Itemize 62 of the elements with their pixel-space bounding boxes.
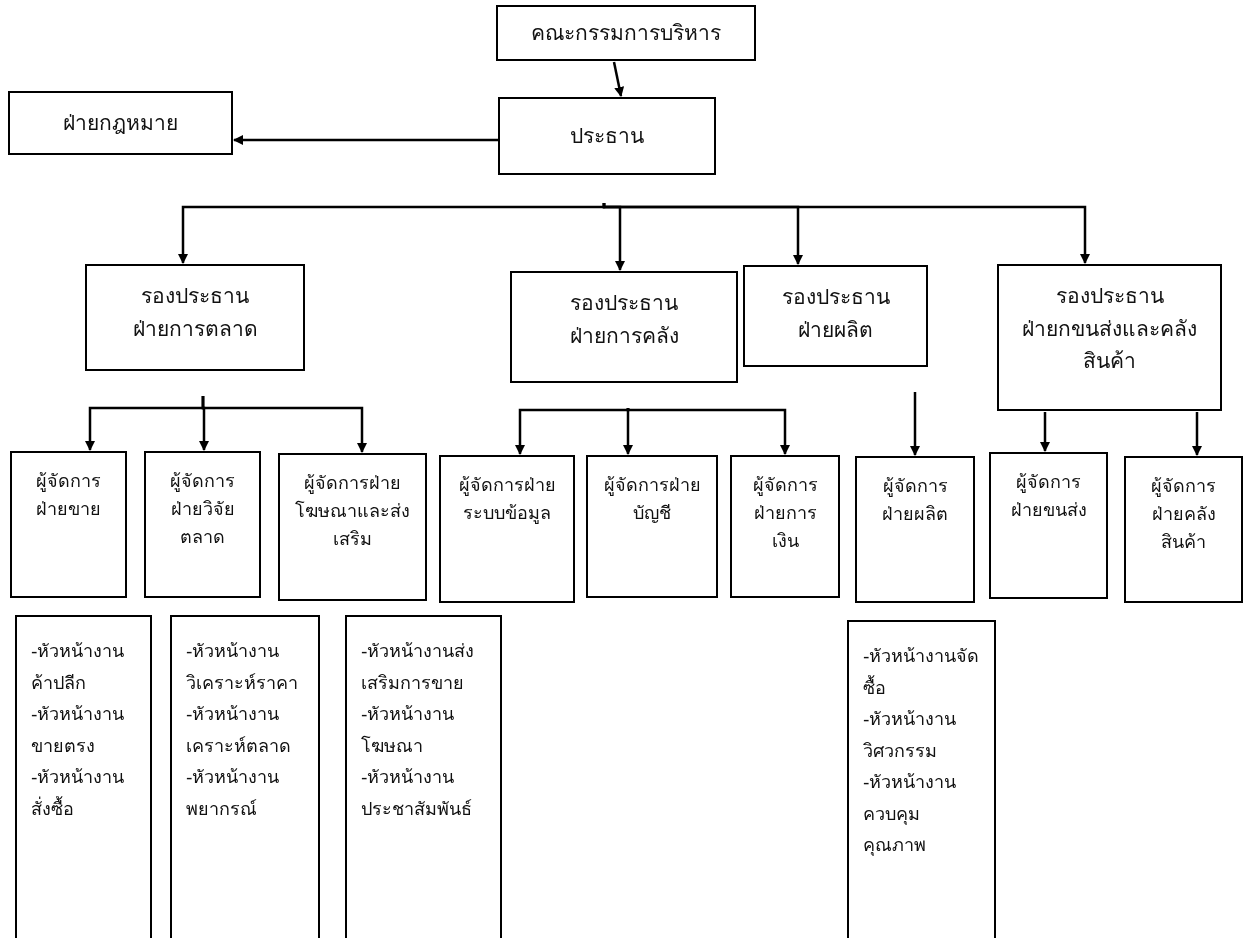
box-title: รองประธาน: [781, 284, 890, 311]
list-item: -หัวหน้างานขายตรง: [31, 702, 126, 758]
connector-arrow: [1192, 412, 1202, 456]
org-box: [989, 452, 1108, 599]
box-label: ฝ่ายกขนส่งและคลังสินค้า: [1021, 315, 1198, 376]
box-label: ผู้จัดการฝ่ายคลังสินค้า: [1150, 474, 1217, 554]
org-box: [730, 455, 840, 598]
org-box: [743, 265, 928, 367]
connector-arrow: [233, 135, 498, 145]
box-title: รองประธาน: [141, 283, 249, 310]
list-item: -หัวหน้างานควบคุมคุณภาพ: [863, 770, 958, 858]
org-box: [278, 453, 427, 601]
org-box: [1124, 456, 1243, 603]
list-item: -หัวหน้างานส่งเสริมการขาย: [361, 639, 476, 695]
connector-arrow: [623, 408, 633, 455]
list-item: -หัวหน้างานประชาสัมพันธ์: [361, 765, 473, 821]
box-label: ผู้จัดการฝ่ายบัญชี: [602, 473, 702, 525]
box-label: ผู้จัดการฝ่ายโฆษณาและส่งเสริม: [294, 471, 411, 551]
org-box: [498, 97, 716, 175]
org-box: [144, 451, 261, 598]
box-label: ผู้จัดการฝ่ายผลิต: [881, 474, 949, 526]
connector-arrow: [201, 396, 367, 453]
box-label: ผู้จัดการฝ่ายวิจัยตลาด: [169, 469, 236, 549]
duty-list-box: [15, 615, 152, 938]
box-label: ฝ่ายการตลาด: [132, 315, 258, 343]
duty-list-box: [847, 620, 996, 938]
connector-arrow: [910, 392, 920, 456]
connector-arrow: [515, 407, 630, 455]
list-item: -หัวหน้างานวิศวกรรม: [863, 707, 958, 763]
org-box: [855, 456, 975, 603]
list-item: -หัวหน้างานสั่งซื้อ: [31, 765, 126, 821]
duty-list-box: [170, 615, 320, 938]
duty-list-box: [345, 615, 502, 938]
org-box: [8, 91, 233, 155]
box-label: ฝ่ายการคลัง: [569, 322, 679, 350]
list-item: -หัวหน้างานโฆษณา: [361, 702, 456, 758]
list-item: -หัวหน้างานพยากรณ์: [186, 765, 281, 821]
connector-arrow: [626, 407, 790, 455]
box-label: ผู้จัดการฝ่ายการเงิน: [751, 473, 819, 553]
box-label: ฝ่ายผลิต: [798, 316, 873, 344]
org-box: [586, 455, 718, 598]
connector-arrow: [602, 202, 1090, 264]
connector-arrow: [612, 61, 625, 97]
list-item: -หัวหน้างานจัดซื้อ: [863, 644, 981, 700]
box-label: ประธาน: [570, 122, 644, 150]
box-title: รองประธาน: [570, 290, 678, 317]
box-label: คณะกรรมการบริหาร: [531, 19, 721, 47]
list-item: -หัวหน้างานค้าปลีก: [31, 639, 126, 695]
box-label: ผู้จัดการฝ่ายระบบข้อมูล: [457, 473, 557, 526]
org-box: [997, 264, 1222, 411]
connector-arrow: [1040, 412, 1050, 452]
org-box: [85, 264, 305, 371]
org-box: [439, 455, 575, 603]
list-item: -หัวหน้างานเคราะห์ตลาด: [186, 702, 292, 758]
list-item: -หัวหน้างานวิเคราะห์ราคา: [186, 639, 299, 695]
box-title: รองประธาน: [1055, 283, 1164, 310]
org-box: [496, 5, 756, 61]
org-box: [510, 271, 738, 383]
box-label: ผู้จัดการฝ่ายขาย: [35, 469, 102, 521]
org-box: [10, 451, 127, 598]
box-label: ผู้จัดการฝ่ายขนส่ง: [1009, 470, 1088, 522]
box-label: ฝ่ายกฎหมาย: [63, 109, 178, 137]
